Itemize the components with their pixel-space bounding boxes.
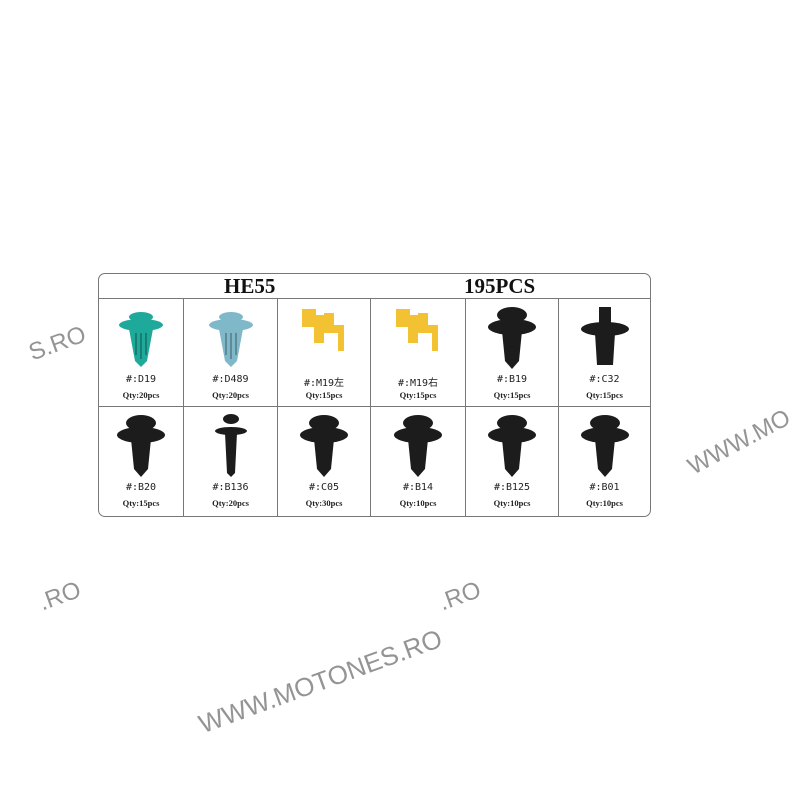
item-code: #:D19 — [125, 374, 157, 385]
total-count: 195PCS — [464, 274, 536, 298]
watermark: .RO — [35, 576, 85, 617]
item-code: #:B19 — [496, 374, 528, 385]
clip-image-icon — [302, 309, 344, 351]
item-code: #:C32 — [589, 374, 620, 385]
clip-image-icon — [488, 307, 536, 369]
item-quantity: Qty:15pcs — [305, 390, 343, 400]
item-code: #:M19左 — [303, 378, 345, 389]
item-quantity: Qty:30pcs — [305, 498, 343, 508]
watermark: S.RO — [25, 320, 90, 367]
item-quantity: Qty:15pcs — [586, 390, 623, 400]
sheet-header: HE55 195PCS — [99, 274, 650, 299]
watermark: WWW.MOTONES.RO — [194, 623, 447, 740]
item-quantity: Qty:20pcs — [212, 498, 249, 508]
clip-image-icon — [214, 414, 247, 477]
item-code: #:C05 — [308, 482, 340, 493]
item-code: #:D489 — [212, 374, 249, 385]
watermark: .RO — [435, 576, 485, 617]
item-quantity: Qty:15pcs — [122, 498, 160, 508]
clip-image-icon — [396, 309, 438, 351]
clip-image-icon — [394, 415, 442, 477]
clip-image-icon — [119, 312, 163, 367]
item-code: #:B136 — [212, 482, 249, 493]
item-code: #:B14 — [402, 482, 434, 493]
item-code: #:B20 — [125, 482, 157, 493]
clip-image-icon — [580, 307, 629, 365]
item-quantity: Qty:10pcs — [493, 498, 531, 508]
clip-image-icon — [300, 415, 348, 477]
clip-image-icon — [117, 415, 165, 477]
item-code: #:M19右 — [397, 378, 439, 389]
item-quantity: Qty:10pcs — [586, 498, 623, 508]
item-code: #:B125 — [493, 482, 531, 493]
item-code: #:B01 — [589, 482, 620, 493]
item-quantity: Qty:15pcs — [399, 390, 437, 400]
item-quantity: Qty:15pcs — [493, 390, 531, 400]
watermark: WWW.MO — [683, 404, 795, 481]
item-quantity: Qty:10pcs — [399, 498, 437, 508]
clip-image-icon — [580, 415, 629, 477]
item-quantity: Qty:20pcs — [212, 390, 249, 400]
model-title: HE55 — [224, 274, 276, 298]
clip-image-icon — [488, 415, 536, 477]
item-quantity: Qty:20pcs — [122, 390, 160, 400]
clip-image-icon — [208, 312, 253, 367]
